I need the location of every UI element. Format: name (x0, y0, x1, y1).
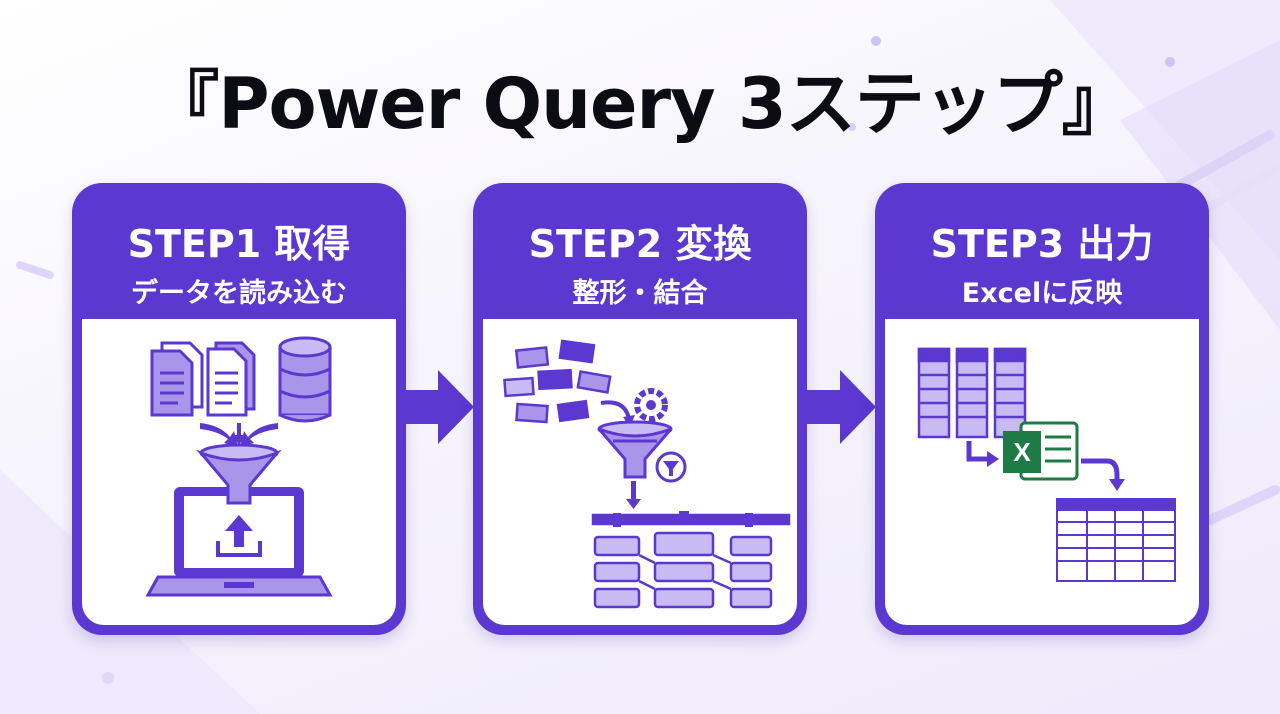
data-blocks-icon (503, 339, 612, 424)
step2-illustration (483, 319, 797, 625)
excel-icon: X (1003, 421, 1079, 481)
step1-card: STEP1 取得 データを読み込む (72, 183, 406, 635)
step3-card: STEP3 出力 Excelに反映 (875, 183, 1209, 635)
upload-icon (216, 515, 262, 557)
table-icon (1056, 498, 1176, 582)
document-icon (150, 341, 204, 417)
step1-subtitle: データを読み込む (131, 278, 347, 309)
document-icon (206, 341, 256, 417)
database-icon (278, 336, 332, 423)
step1-header: STEP1 取得 データを読み込む (72, 183, 406, 319)
arrow-icon (200, 423, 278, 447)
flow-arrow-1 (404, 370, 474, 444)
filter-icon (655, 451, 687, 483)
arrow-icon (600, 400, 631, 420)
page-title: 『Power Query 3ステップ』 (149, 63, 1131, 145)
arrow-icon (1081, 458, 1120, 481)
arrow-icon (966, 441, 989, 462)
funnel-icon (597, 420, 673, 479)
step3-header: STEP3 出力 Excelに反映 (875, 183, 1209, 319)
table-icon (917, 347, 1027, 439)
step1-title: STEP1 取得 (127, 222, 351, 266)
step1-illustration (82, 319, 396, 625)
flow-arrow-2 (806, 370, 876, 444)
table-icon (591, 513, 791, 609)
step3-title: STEP3 出力 (930, 222, 1154, 266)
step3-illustration: X (885, 319, 1199, 625)
step2-title: STEP2 変換 (528, 222, 752, 266)
funnel-icon (196, 443, 282, 505)
excel-icon-letter: X (1013, 437, 1031, 467)
step3-subtitle: Excelに反映 (961, 278, 1123, 309)
step2-subtitle: 整形・結合 (572, 278, 708, 309)
gear-icon (634, 388, 668, 422)
step2-header: STEP2 変換 整形・結合 (473, 183, 807, 319)
step2-card: STEP2 変換 整形・結合 (473, 183, 807, 635)
